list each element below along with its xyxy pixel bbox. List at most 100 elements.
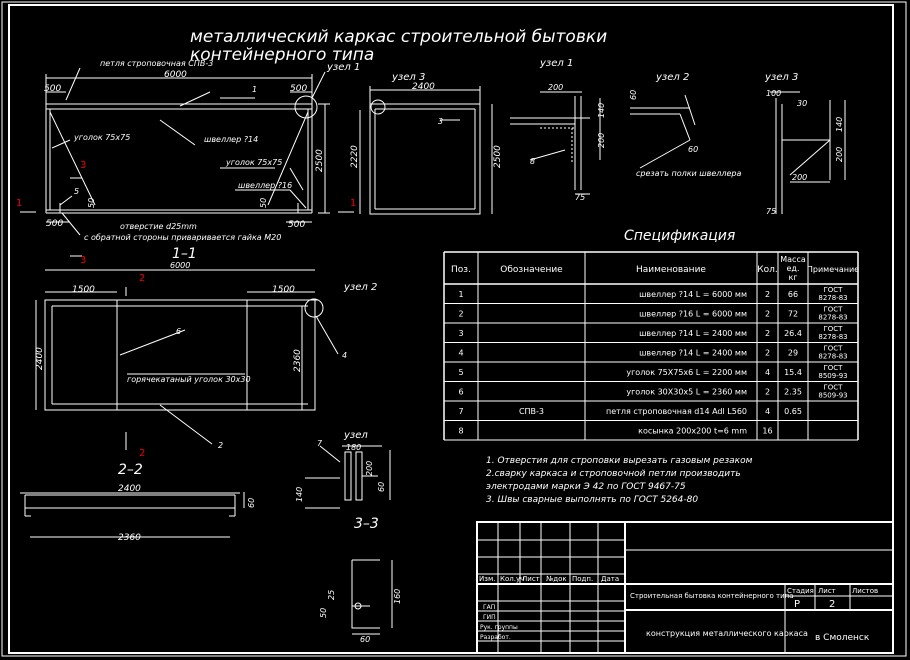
spec-cell-pos: 8 <box>458 427 463 436</box>
section-3-3-drawing <box>305 445 393 635</box>
inner-frame <box>8 4 894 654</box>
spec-cell-naimen: уголок 75Х75х6 L = 2200 мм <box>626 368 747 377</box>
uzel1-label: узел 1 <box>326 62 360 73</box>
tb-col-list: Лист <box>522 575 540 583</box>
spec-cell-primech: ГОСТ <box>824 286 844 294</box>
sec11-1500a: 1500 <box>72 285 95 295</box>
spec-cell-massa: 72 <box>788 310 798 319</box>
sec22-2360: 2360 <box>118 533 141 543</box>
sec-3-mark-b: 3 <box>80 255 86 266</box>
title-line2: контейнерного типа <box>190 45 374 65</box>
sec11-title: 1–1 <box>172 246 197 262</box>
note-2: 2.сварку каркаса и строповочной петли пр… <box>486 469 741 479</box>
spec-cell-primech-num: 8509-93 <box>818 372 847 380</box>
n1-200b: 200 <box>597 133 606 148</box>
spec-header-kol: Кол. <box>757 265 778 275</box>
spec-cell-primech: ГОСТ <box>824 364 844 372</box>
dim-2500: 2500 <box>315 149 325 172</box>
sec-1-right: 1 <box>350 198 356 209</box>
spec-cell-pos: 2 <box>458 310 463 319</box>
spec-cell-oboznach: СПВ-3 <box>519 407 544 416</box>
dim-50-left: 50 <box>87 198 96 208</box>
tb-city: в Смоленск <box>815 633 870 643</box>
spec-cell-pos: 1 <box>458 290 463 299</box>
n2-60b: 60 <box>688 145 698 154</box>
node2-title: узел 2 <box>655 72 689 83</box>
spec-cell-naimen: швеллер ?14 L = 2400 мм <box>639 329 747 338</box>
sec11-mark2a: 2 <box>139 273 145 284</box>
tb-col-izm: Изм. <box>479 575 495 583</box>
spec-header-massa: Масса <box>780 255 806 264</box>
sec11-2400: 2400 <box>35 347 45 370</box>
spec-cell-primech: ГОСТ <box>824 306 844 314</box>
spec-cell-primech-num: 8278-83 <box>818 314 847 322</box>
spec-cell-massa: 15.4 <box>784 368 802 377</box>
sec11-mark2b: 2 <box>139 448 145 459</box>
spec-cell-pos: 7 <box>458 407 463 416</box>
sec11-label: горячекатаный уголок 30х30 <box>127 375 251 384</box>
spec-cell-kol: 4 <box>765 368 770 377</box>
label-ugolok75: уголок 75х75 <box>73 133 130 142</box>
n2-note: срезать полки швеллера <box>636 169 741 178</box>
dim-2220-side: 2220 <box>350 145 360 168</box>
dim-500-left: 500 <box>44 84 61 94</box>
spec-cell-massa: 2.35 <box>784 388 802 397</box>
side-view <box>359 86 493 215</box>
sec11-pos2: 2 <box>218 441 223 450</box>
sec11-2360: 2360 <box>293 349 303 372</box>
sec33-140: 140 <box>295 487 304 502</box>
n3-75: 75 <box>766 207 776 216</box>
n2-60a: 60 <box>629 90 638 100</box>
label-ugolok75b: уголок 75х75 <box>225 158 282 167</box>
spec-cell-kol: 4 <box>765 407 770 416</box>
n1-200: 200 <box>548 83 563 92</box>
n1-140: 140 <box>597 103 606 118</box>
spec-cell-kol: 2 <box>765 388 770 397</box>
tb-col-podp: Подп. <box>572 575 593 583</box>
sec33-200: 200 <box>365 461 374 476</box>
spec-cell-naimen: уголок 30Х30х5 L = 2360 мм <box>626 388 747 397</box>
tb-object: Строительная бытовка контейнерного типа <box>630 592 794 600</box>
spec-cell-naimen: швеллер ?14 L = 2400 мм <box>639 349 747 358</box>
spec-header-naimen: Наименование <box>636 265 706 275</box>
spec-header-massa-ed: ед. <box>787 264 800 273</box>
spec-header-massa-kg: кг <box>788 273 797 282</box>
spec-cell-primech-num: 8278-83 <box>818 353 847 361</box>
n3-100: 100 <box>766 89 781 98</box>
pos-3-side: 3 <box>438 117 443 126</box>
tb-drawing: конструкция металлического каркаса <box>646 629 808 638</box>
sec33-25: 25 <box>327 590 336 600</box>
uzel3-side: узел 3 <box>391 72 425 83</box>
tb-sheets-h: Листов <box>852 587 878 595</box>
spec-cell-primech-num: 8509-93 <box>818 392 847 400</box>
spec-cell-primech-num: 8278-83 <box>818 294 847 302</box>
spec-cell-pos: 5 <box>458 368 463 377</box>
section-2-2-drawing <box>20 492 245 538</box>
spec-cell-naimen: петля строповочная d14 Adl L560 <box>606 407 747 416</box>
label-otverstie: отверстие d25mm <box>120 222 197 231</box>
dim-6000: 6000 <box>164 70 187 80</box>
sec11-uzel2: узел 2 <box>343 282 377 293</box>
label-shveller14: швеллер ?14 <box>204 135 258 144</box>
dim-2400-side: 2400 <box>412 82 435 92</box>
tb-sheet-h: Лист <box>818 587 836 595</box>
dim-500-br: 500 <box>288 220 305 230</box>
sec33-160: 160 <box>393 589 402 604</box>
notes-block: 1. Отверстия для строповки вырезать газо… <box>486 456 753 505</box>
spec-header-primech: Примечание <box>807 265 859 274</box>
tb-col-kol: Кол.уч <box>500 575 524 583</box>
n3-140: 140 <box>835 117 844 132</box>
note-4: 3. Швы сварные выполнять по ГОСТ 5264-80 <box>486 495 698 505</box>
spec-cell-primech: ГОСТ <box>824 325 844 333</box>
sec33-60: 60 <box>377 482 386 492</box>
tb-sheet: 2 <box>829 599 835 610</box>
spec-cell-primech: ГОСТ <box>824 345 844 353</box>
spec-title: Спецификация <box>624 228 735 244</box>
sec33-50: 50 <box>319 608 328 618</box>
n3-30: 30 <box>797 99 807 108</box>
title-block <box>476 521 894 654</box>
node-2-drawing <box>630 94 696 169</box>
